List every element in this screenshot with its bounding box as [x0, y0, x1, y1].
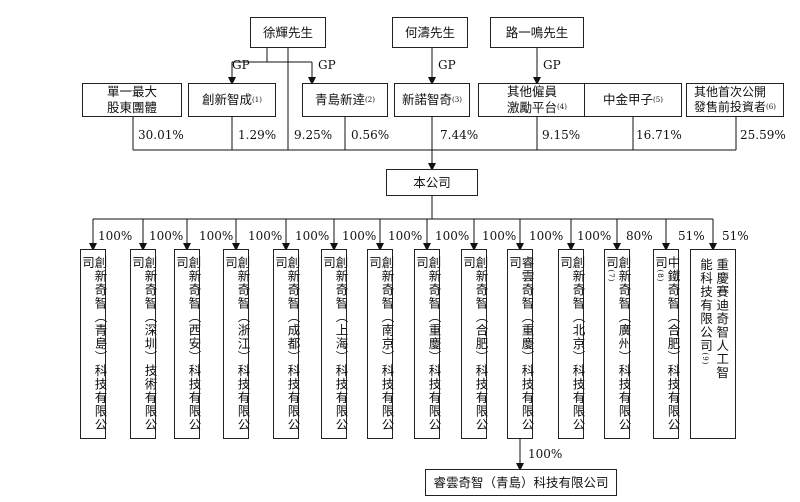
founder-box-lu-yiming: 路一鳴先生 [490, 17, 584, 48]
founder-name: 何濤先生 [404, 24, 455, 40]
subsidiary-box: 創新奇智（青島）科技有限公司 [80, 249, 108, 439]
subsidiary-box: 創新奇智（成都）科技有限公司 [273, 249, 301, 439]
subsidiary-pct: 100% [577, 229, 612, 243]
footnote-mark: (1) [252, 95, 262, 104]
company-box: 本公司 [386, 169, 478, 196]
bottom-company-name: 睿雲奇智（青島）科技有限公司 [433, 474, 609, 490]
shareholding-pct: 9.15% [542, 128, 581, 142]
shareholding-pct: 25.59% [740, 128, 786, 142]
subsidiary-box: 重慶賽迪奇智人工智能科技有限公司(9) [690, 249, 736, 439]
subsidiary-box: 創新奇智（廣州）科技有限公司(7) [604, 249, 632, 439]
shareholder-name: 其他首次公開 發售前投資者 [694, 85, 767, 114]
subsidiary-pct: 100% [529, 229, 564, 243]
subsidiary-pct: 80% [626, 229, 653, 243]
subsidiary-name: 創新奇智（浙江）科技有限公司 [223, 256, 251, 432]
shareholder-box-chuangxin-zhicheng: 創新智成(1) [188, 83, 276, 117]
footnote-mark: (3) [452, 95, 462, 104]
subsidiary-pct: 100% [435, 229, 470, 243]
subsidiary-box: 中鐵奇智（合肥）科技有限公司(8) [653, 249, 681, 439]
subsidiary-name: 創新奇智（上海）科技有限公司 [321, 256, 349, 432]
shareholding-pct: 9.25% [294, 128, 333, 142]
subsidiary-pct: 100% [482, 229, 517, 243]
subsidiary-box: 創新奇智（西安）科技有限公司 [174, 249, 202, 439]
footnote-mark: (4) [557, 103, 567, 112]
founder-name: 徐輝先生 [262, 24, 313, 40]
subsidiary-name: 創新奇智（廣州）科技有限公司 [604, 256, 632, 432]
subsidiary-name: 中鐵奇智（合肥）科技有限公司 [653, 256, 681, 432]
subsidiary-box: 創新奇智（深圳）技術有限公司 [130, 249, 158, 439]
subsidiary-pct: 100% [199, 229, 234, 243]
subsidiary-name: 創新奇智（青島）科技有限公司 [80, 256, 108, 432]
subsidiary-name: 重慶賽迪奇智人工智能科技有限公司 [698, 258, 730, 380]
subsidiary-name: 創新奇智（南京）科技有限公司 [367, 256, 395, 432]
shareholder-box-xinnuo-zhiqi: 新諾智奇(3) [394, 83, 470, 117]
shareholder-name: 創新智成 [202, 92, 253, 108]
subsidiary-box: 創新奇智（上海）科技有限公司 [321, 249, 349, 439]
shareholder-name: 其他僱員 激勵平台 [507, 84, 558, 115]
subsidiary-name: 創新奇智（北京）科技有限公司 [558, 256, 586, 432]
subsidiary-pct: 100% [388, 229, 423, 243]
shareholder-box-cicc-jiazi: 中金甲子(5) [584, 83, 682, 117]
company-name: 本公司 [413, 174, 451, 190]
subsidiary-box: 創新奇智（合肥）科技有限公司 [461, 249, 489, 439]
shareholding-pct: 7.44% [440, 128, 479, 142]
bottom-company-box: 睿雲奇智（青島）科技有限公司 [425, 469, 617, 496]
gp-label: GP [543, 58, 561, 72]
subsidiary-box: 創新奇智（南京）科技有限公司 [367, 249, 395, 439]
subsidiary-box: 睿雲奇智（重慶）科技有限公司 [507, 249, 535, 439]
shareholder-box-largest-group: 單一最大 股東團體 [82, 83, 182, 117]
shareholder-name: 新諾智奇 [402, 92, 453, 108]
gp-label: GP [232, 58, 250, 72]
subsidiary-pct: 100% [295, 229, 330, 243]
footnote-mark: (8) [656, 269, 664, 283]
subsidiary-name: 創新奇智（西安）科技有限公司 [174, 256, 202, 432]
founder-box-he-tao: 何濤先生 [392, 17, 468, 48]
subsidiary-box: 創新奇智（北京）科技有限公司 [558, 249, 586, 439]
subsidiary-pct: 51% [722, 229, 749, 243]
shareholding-pct: 16.71% [636, 128, 682, 142]
subsidiary-box: 創新奇智（重慶）科技有限公司 [414, 249, 442, 439]
subsidiary-name: 創新奇智（深圳）技術有限公司 [130, 256, 158, 432]
subsidiary-name: 睿雲奇智（重慶）科技有限公司 [507, 256, 535, 432]
subsidiary-name: 創新奇智（重慶）科技有限公司 [414, 256, 442, 432]
founder-box-xu-hui: 徐輝先生 [250, 17, 326, 48]
subsidiary-pct: 100% [98, 229, 133, 243]
footnote-mark: (9) [701, 352, 709, 366]
subsidiary-pct: 100% [342, 229, 377, 243]
shareholder-name: 單一最大 股東團體 [106, 84, 157, 115]
subsidiary-name: 創新奇智（成都）科技有限公司 [273, 256, 301, 432]
footnote-mark: (7) [607, 269, 615, 283]
subsidiary-pct: 51% [678, 229, 705, 243]
footnote-mark: (2) [365, 95, 375, 104]
shareholder-name: 中金甲子 [603, 92, 654, 108]
subsidiary-name: 創新奇智（合肥）科技有限公司 [461, 256, 489, 432]
bottom-pct: 100% [528, 447, 563, 461]
subsidiary-pct: 100% [149, 229, 184, 243]
footnote-mark: (6) [766, 103, 776, 112]
shareholder-name: 青島新逹 [315, 92, 366, 108]
gp-label: GP [318, 58, 336, 72]
shareholder-box-employee-platform: 其他僱員 激勵平台(4) [478, 83, 596, 117]
shareholding-pct: 1.29% [238, 128, 277, 142]
footnote-mark: (5) [653, 95, 663, 104]
shareholding-pct: 30.01% [138, 128, 184, 142]
subsidiary-pct: 100% [248, 229, 283, 243]
shareholder-box-pre-ipo-investors: 其他首次公開 發售前投資者(6) [686, 83, 784, 117]
shareholder-box-qingdao-xinda: 青島新逹(2) [302, 83, 388, 117]
subsidiary-box: 創新奇智（浙江）科技有限公司 [223, 249, 251, 439]
gp-label: GP [438, 58, 456, 72]
shareholding-pct: 0.56% [351, 128, 390, 142]
founder-name: 路一鳴先生 [505, 24, 569, 40]
